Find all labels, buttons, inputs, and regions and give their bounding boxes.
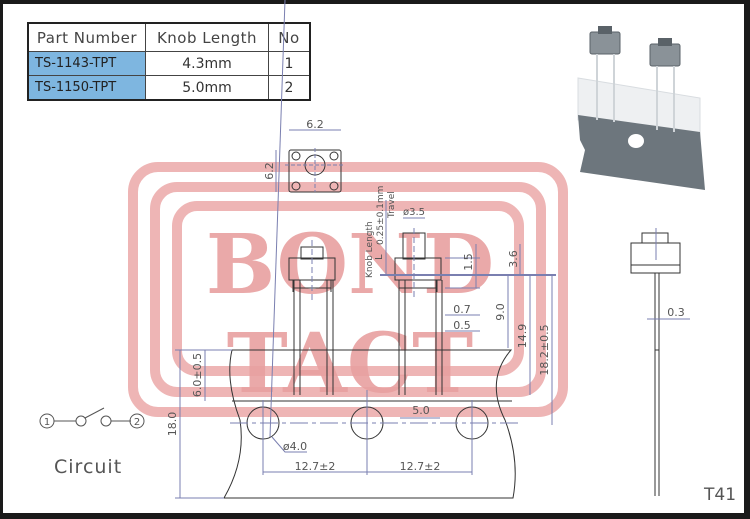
part-number-cell: TS-1143-TPT xyxy=(27,51,146,76)
dim-knob-diameter: ø3.5 xyxy=(403,207,425,218)
side-profile xyxy=(630,232,681,496)
top-view xyxy=(275,129,345,193)
table-row: TS-1150-TPT 5.0mm 2 xyxy=(27,75,311,101)
watermark xyxy=(128,162,568,417)
model-code: T41 xyxy=(704,485,737,505)
dim-lead-spacing: 5.0 xyxy=(412,404,430,417)
knob-length-cell: 5.0mm xyxy=(145,75,269,101)
dim-pitch-1: 12.7±2 xyxy=(295,460,336,473)
dim-1-5: 1.5 xyxy=(462,253,475,271)
dim-18-2: 18.2±0.5 xyxy=(538,324,551,375)
dim-lead-thickness: 0.3 xyxy=(667,306,685,319)
switch-side-views xyxy=(288,232,443,395)
watermark-tact: TACT xyxy=(227,316,473,412)
knob-length-symbol: L xyxy=(374,254,385,260)
dim-pitch-2: 12.7±2 xyxy=(400,460,441,473)
dim-top-width: 6.2 xyxy=(306,118,324,131)
dim-travel-label: Travel xyxy=(387,191,397,219)
table-row: TS-1143-TPT 4.3mm 1 xyxy=(27,51,311,76)
dim-18-0: 18.0 xyxy=(166,412,179,437)
knob-length-cell: 4.3mm xyxy=(145,51,269,76)
watermark-bond: BOND xyxy=(206,217,494,313)
no-cell: 1 xyxy=(268,51,311,76)
product-photo xyxy=(577,26,705,190)
dim-14-9: 14.9 xyxy=(516,324,529,349)
dim-travel: 0.25±0.1mm xyxy=(376,186,386,245)
pin-2-label: 2 xyxy=(134,417,140,428)
dim-top-height: 6.2 xyxy=(263,162,276,180)
circuit-diagram xyxy=(39,407,145,429)
dim-9-0: 9.0 xyxy=(494,303,507,321)
dim-hole-diameter: ø4.0 xyxy=(283,440,307,453)
pin-1-label: 1 xyxy=(44,417,50,428)
circuit-label: Circuit xyxy=(54,456,123,478)
dim-0-7: 0.7 xyxy=(453,303,471,316)
no-cell: 2 xyxy=(268,75,311,101)
dim-3-6: 3.6 xyxy=(507,250,520,268)
dim-6-0: 6.0±0.5 xyxy=(191,353,204,397)
dim-0-5: 0.5 xyxy=(453,319,471,332)
knob-length-label: Knob Length xyxy=(365,221,375,278)
spec-table: Part Number Knob Length No TS-1143-TPT 4… xyxy=(27,22,311,101)
header-part-number: Part Number xyxy=(27,22,146,52)
